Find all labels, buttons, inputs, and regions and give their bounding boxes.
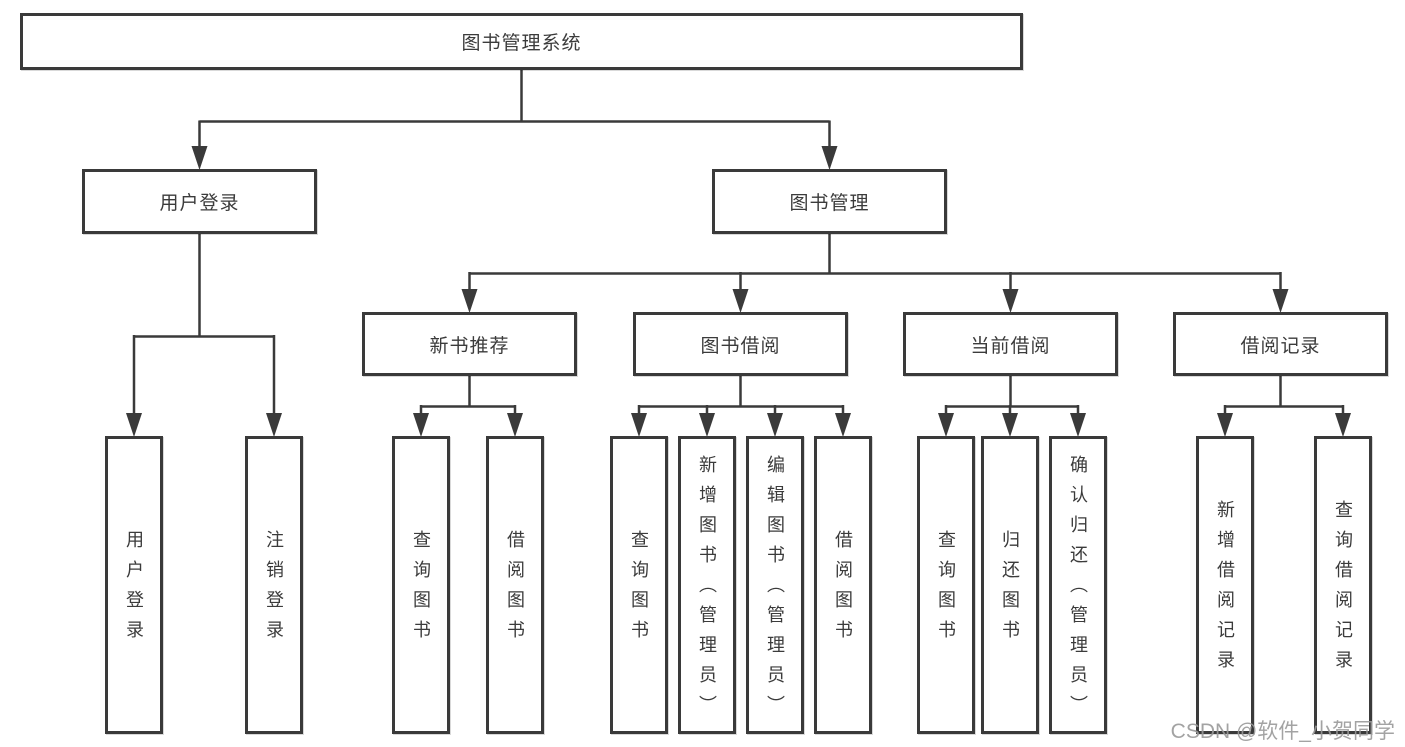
node-book-management: 图书管理 xyxy=(712,169,947,234)
node-root: 图书管理系统 xyxy=(20,13,1023,70)
leaf-recommend-borrow-books: 借阅图书 xyxy=(486,436,544,734)
arrowheads xyxy=(126,146,1351,437)
node-new-book-recommend: 新书推荐 xyxy=(362,312,577,376)
leaf-confirm-return-admin: 确认归还（管理员） xyxy=(1049,436,1107,734)
leaf-add-books-admin: 新增图书（管理员） xyxy=(678,436,736,734)
leaf-current-query-books: 查询图书 xyxy=(917,436,975,734)
leaf-user-login: 用户登录 xyxy=(105,436,163,734)
csdn-watermark: CSDN @软件_小贺同学 xyxy=(1170,720,1395,743)
leaf-return-books: 归还图书 xyxy=(981,436,1039,734)
leaf-borrow-books: 借阅图书 xyxy=(814,436,872,734)
leaf-add-borrow-record: 新增借阅记录 xyxy=(1196,436,1254,734)
leaf-recommend-query-books: 查询图书 xyxy=(392,436,450,734)
leaf-logout: 注销登录 xyxy=(245,436,303,734)
connector-paths xyxy=(132,69,1345,414)
node-current-borrow: 当前借阅 xyxy=(903,312,1118,376)
node-book-borrow: 图书借阅 xyxy=(633,312,848,376)
node-user-login: 用户登录 xyxy=(82,169,317,234)
node-borrow-records: 借阅记录 xyxy=(1173,312,1388,376)
leaf-borrow-query-books: 查询图书 xyxy=(610,436,668,734)
leaf-edit-books-admin: 编辑图书（管理员） xyxy=(746,436,804,734)
leaf-query-borrow-record: 查询借阅记录 xyxy=(1314,436,1372,734)
